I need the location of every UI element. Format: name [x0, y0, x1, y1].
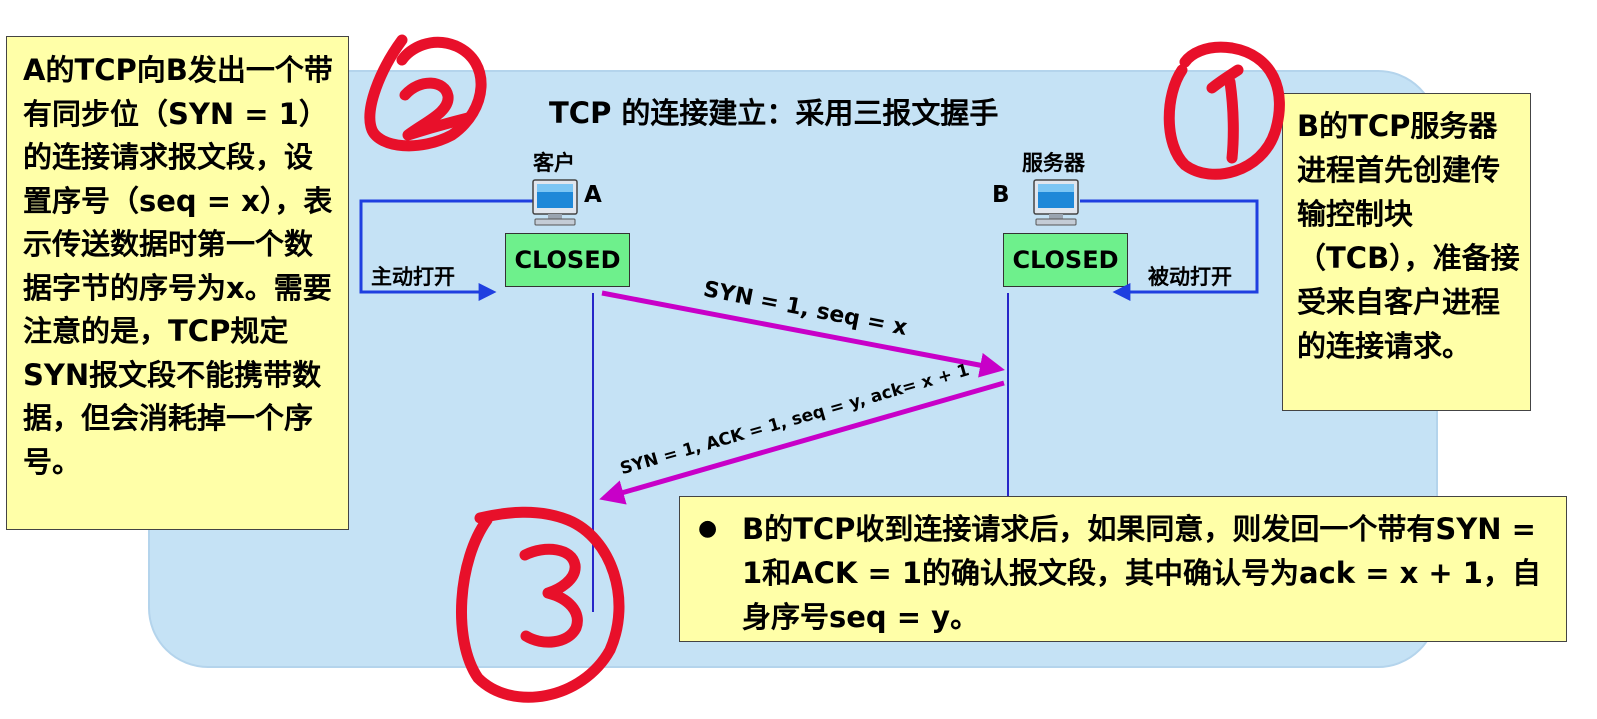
server-state-box: CLOSED	[1003, 233, 1128, 287]
computer-icon	[532, 179, 578, 226]
computer-icon	[1033, 179, 1079, 226]
diagram-title: TCP 的连接建立：采用三报文握手	[549, 96, 999, 130]
syn-arrow	[601, 290, 1005, 378]
note-server-tcb: B的TCP服务器进程首先创建传输控制块（TCB），准备接受来自客户进程的连接请求…	[1282, 93, 1531, 411]
server-role-label: 服务器	[1022, 151, 1085, 175]
client-active-open-label: 主动打开	[371, 265, 455, 289]
annotation-mark-3	[455, 506, 625, 703]
note-client-syn-text: A的TCP向B发出一个带有同步位（SYN = 1）的连接请求报文段，设置序号（s…	[23, 53, 333, 479]
note-server-syn-ack-text: B的TCP收到连接请求后，如果同意，则发回一个带有SYN = 1和ACK = 1…	[742, 512, 1541, 634]
syn-ack-arrow	[599, 380, 1005, 505]
annotation-mark-2	[364, 34, 487, 152]
client-letter: A	[584, 182, 602, 208]
passive-open-arrow	[1080, 199, 1259, 301]
note-server-syn-ack: ● B的TCP收到连接请求后，如果同意，则发回一个带有SYN = 1和ACK =…	[679, 496, 1567, 642]
server-letter: B	[992, 182, 1010, 208]
client-state-box: CLOSED	[505, 233, 630, 287]
note-client-syn: A的TCP向B发出一个带有同步位（SYN = 1）的连接请求报文段，设置序号（s…	[6, 36, 349, 530]
annotation-mark-1	[1163, 41, 1285, 180]
client-state-label: CLOSED	[514, 246, 621, 274]
client-role-label: 客户	[533, 151, 575, 175]
server-passive-open-label: 被动打开	[1148, 265, 1232, 289]
bullet-icon: ●	[698, 516, 718, 541]
active-open-arrow	[359, 199, 533, 301]
server-state-label: CLOSED	[1012, 246, 1119, 274]
note-server-tcb-text: B的TCP服务器进程首先创建传输控制块（TCB），准备接受来自客户进程的连接请求…	[1297, 109, 1520, 363]
